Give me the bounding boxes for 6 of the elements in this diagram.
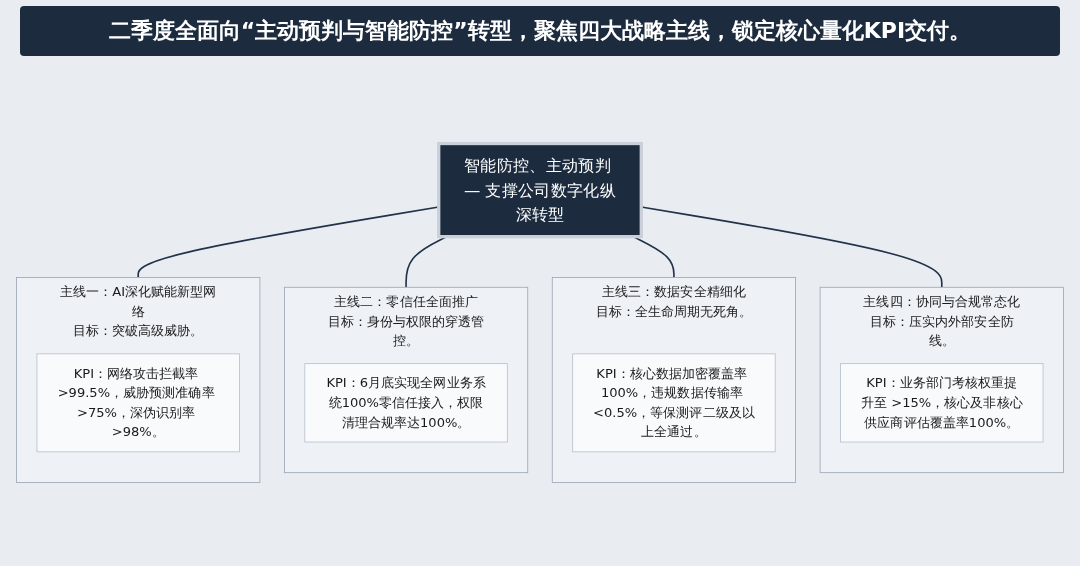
title-banner: 二季度全面向“主动预判与智能防控”转型，聚焦四大战略主线，锁定核心量化KPI交付。 bbox=[20, 6, 1060, 56]
node-box: KPI：核心数据加密覆盖率 100%，违规数据传输率 <0.5%，等保测评二级及以上全通过。 bbox=[572, 353, 776, 453]
node-box: KPI：6月底实现全网业务系统100%零信任接入，权限清理合规率达100%。 bbox=[304, 363, 508, 443]
node-box: 智能防控、主动预判 — 支撑公司数字化纵深转型 bbox=[437, 141, 643, 239]
node-box: KPI：业务部门考核权重提升至 >15%，核心及非核心供应商评估覆盖率100%。 bbox=[840, 363, 1044, 443]
node-box: KPI：网络攻击拦截率 >99.5%，威胁预测准确率 >75%，深伪识别率 >98%。 bbox=[36, 353, 240, 453]
